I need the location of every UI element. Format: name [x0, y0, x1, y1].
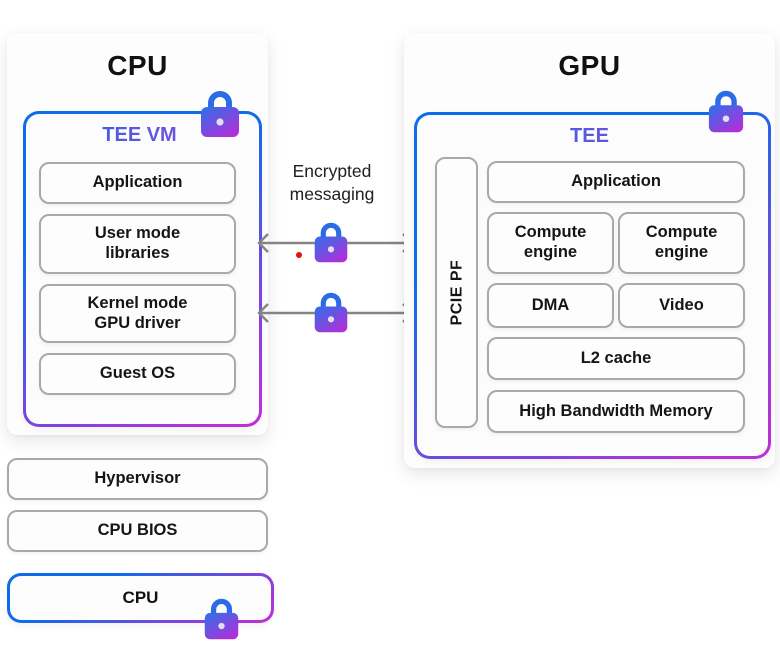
lock-icon [313, 291, 349, 334]
node-l2-cache: L2 cache [487, 337, 745, 380]
node-application-cpu-label: Application [92, 173, 183, 192]
node-high-bandwidth-memory-label: High Bandwidth Memory [519, 401, 713, 420]
node-dma: DMA [487, 283, 614, 328]
node-compute-engine-1: Compute engine [487, 212, 614, 274]
node-hypervisor: Hypervisor [7, 458, 268, 500]
lock-icon [199, 89, 241, 139]
node-cpu-bios-label: CPU BIOS [97, 521, 178, 540]
cpu-title: CPU [107, 50, 168, 81]
node-cpu-chip-label: CPU [122, 588, 159, 607]
node-user-mode-libraries-label: User mode libraries [94, 224, 181, 262]
node-pcie-pf-label: PCIE PF [447, 259, 465, 326]
node-compute-engine-2: Compute engine [618, 212, 745, 274]
node-hypervisor-label: Hypervisor [94, 469, 181, 488]
lock-icon [313, 221, 349, 264]
node-video: Video [618, 283, 745, 328]
encrypted-messaging-label: Encrypted messaging [289, 161, 375, 204]
node-guest-os: Guest OS [39, 353, 236, 395]
node-high-bandwidth-memory: High Bandwidth Memory [487, 390, 745, 433]
lock-icon [707, 89, 745, 134]
tee-vm-label: TEE VM [23, 124, 256, 147]
node-user-mode-libraries: User mode libraries [39, 214, 236, 274]
node-dma-label: DMA [531, 295, 570, 314]
node-cpu-bios: CPU BIOS [7, 510, 268, 552]
node-application-gpu: Application [487, 161, 745, 203]
node-compute-engine-1-label: Compute engine [514, 223, 587, 261]
node-video-label: Video [659, 295, 704, 314]
node-l2-cache-label: L2 cache [580, 348, 652, 367]
node-kernel-mode-gpu-driver-label: Kernel mode GPU driver [87, 293, 188, 332]
lock-icon [203, 597, 240, 641]
gpu-title: GPU [558, 50, 621, 81]
node-pcie-pf: PCIE PF [435, 157, 478, 428]
node-guest-os-label: Guest OS [99, 364, 176, 383]
node-kernel-mode-gpu-driver: Kernel mode GPU driver [39, 284, 236, 343]
node-application-gpu-label: Application [571, 172, 661, 191]
gpu-tee-label: TEE [414, 125, 765, 148]
node-application-cpu: Application [39, 162, 236, 204]
node-compute-engine-2-label: Compute engine [645, 223, 718, 261]
red-dot [296, 252, 302, 258]
